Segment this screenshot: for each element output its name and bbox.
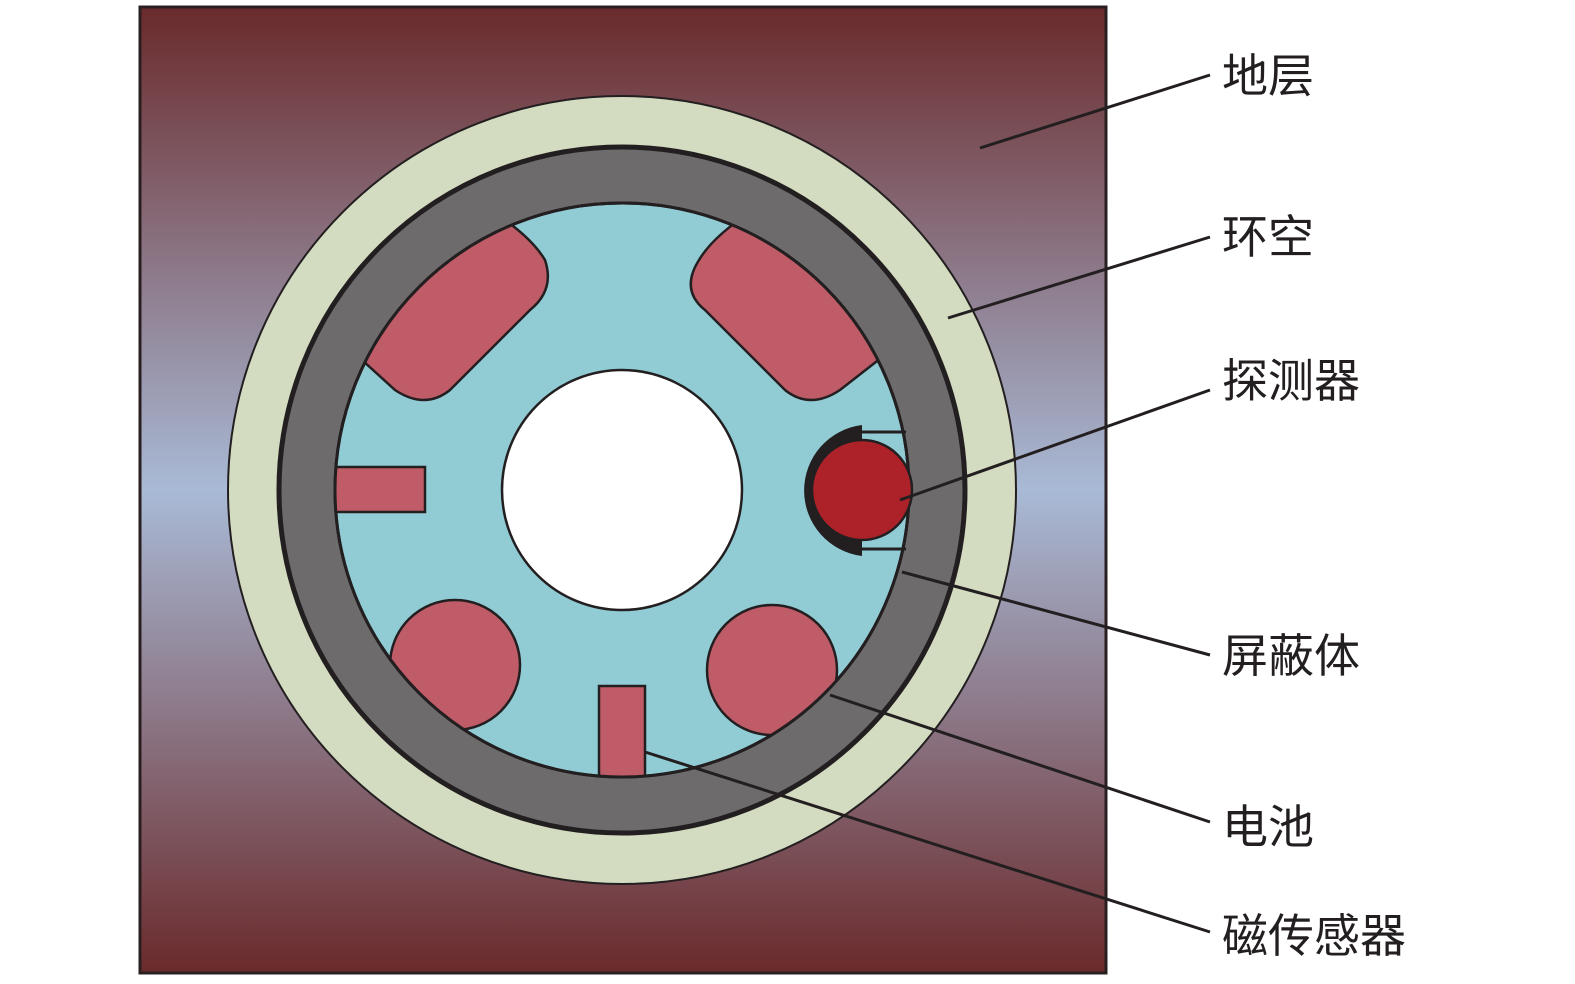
- leader-shield: [901, 570, 1211, 657]
- leader-annulus: [947, 235, 1211, 320]
- label-magnetic-sensor: 磁传感器: [1222, 909, 1406, 963]
- detector-shield: [804, 425, 862, 556]
- leader-formation: [979, 73, 1211, 150]
- magnetic-sensor-bottom: [597, 684, 647, 777]
- label-shield: 屏蔽体: [1222, 629, 1360, 683]
- battery-top-left: [338, 208, 550, 402]
- label-battery: 电池: [1222, 800, 1314, 854]
- label-detector: 探测器: [1222, 354, 1360, 408]
- leader-battery: [829, 693, 1211, 824]
- label-annulus: 环空: [1222, 210, 1314, 264]
- center-bore: [500, 368, 744, 612]
- label-formation: 地层: [1222, 49, 1314, 103]
- detector: [810, 438, 914, 542]
- leader-magnetic-sensor: [644, 750, 1211, 934]
- leader-detector: [899, 388, 1211, 502]
- battery-top-right: [689, 208, 906, 402]
- magnetic-sensor-left: [335, 465, 427, 514]
